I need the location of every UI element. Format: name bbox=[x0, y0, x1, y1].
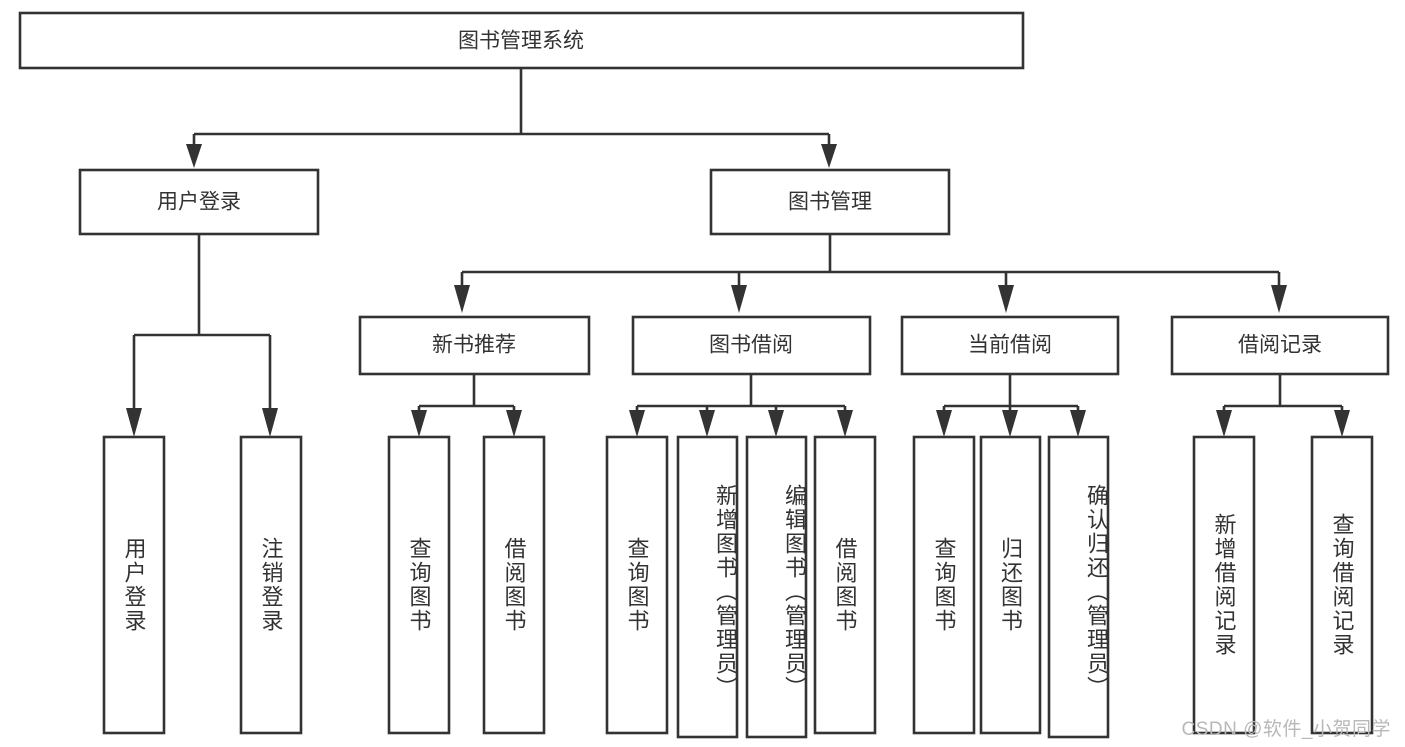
leaf-box-add-record[interactable] bbox=[1192, 435, 1256, 735]
arrow-head-icon bbox=[506, 410, 522, 437]
arrow-head-icon bbox=[1216, 410, 1232, 437]
node-user-login[interactable]: 用户登录 bbox=[78, 168, 320, 236]
arrow-head-icon bbox=[1002, 410, 1018, 437]
arrow-head-icon bbox=[454, 285, 470, 313]
arrow-head-icon bbox=[186, 144, 202, 168]
leaf-box-query-book-2[interactable] bbox=[605, 435, 669, 735]
leaf-box-return-book[interactable] bbox=[979, 435, 1042, 735]
arrow-head-icon bbox=[1070, 410, 1086, 437]
node-new-book-recommend-label: 新书推荐 bbox=[432, 334, 516, 357]
arrow-head-icon bbox=[731, 285, 747, 313]
arrow-head-icon bbox=[821, 144, 837, 168]
watermark-text: CSDN @软件_小贺同学 bbox=[1181, 719, 1391, 740]
arrow-head-icon bbox=[411, 410, 427, 437]
connector-bookmgmt-to-level3 bbox=[454, 234, 1287, 313]
leaf-box-edit-book[interactable] bbox=[745, 435, 808, 739]
connector-newbook-to-leaves bbox=[411, 374, 522, 437]
node-current-borrow-label: 当前借阅 bbox=[968, 334, 1052, 357]
leaf-box-query-book-3[interactable] bbox=[912, 435, 976, 735]
node-book-borrow-label: 图书借阅 bbox=[709, 334, 793, 357]
node-root[interactable]: 图书管理系统 bbox=[18, 11, 1025, 70]
connector-userlogin-to-leaves bbox=[126, 234, 278, 437]
node-borrow-record-label: 借阅记录 bbox=[1238, 334, 1322, 357]
node-user-login-label: 用户登录 bbox=[157, 191, 241, 214]
leaf-box-add-book[interactable] bbox=[676, 435, 739, 739]
connector-root-to-level2 bbox=[186, 68, 837, 168]
node-root-box[interactable] bbox=[18, 11, 1025, 70]
node-book-management[interactable]: 图书管理 bbox=[709, 168, 951, 236]
node-borrow-record[interactable]: 借阅记录 bbox=[1170, 315, 1390, 376]
arrow-head-icon bbox=[126, 408, 142, 437]
leaf-box-confirm-return[interactable] bbox=[1047, 435, 1110, 739]
arrow-head-icon bbox=[1271, 285, 1287, 313]
node-new-book-recommend[interactable]: 新书推荐 bbox=[358, 315, 591, 376]
leaf-box-query-book-1[interactable] bbox=[387, 435, 451, 735]
node-new-book-recommend-box[interactable] bbox=[358, 315, 591, 376]
arrow-head-icon bbox=[837, 410, 853, 437]
arrow-head-icon bbox=[768, 410, 784, 437]
arrow-head-icon bbox=[1334, 410, 1350, 437]
node-root-label: 图书管理系统 bbox=[458, 30, 584, 53]
node-user-login-box[interactable] bbox=[78, 168, 320, 236]
arrow-head-icon bbox=[699, 410, 715, 437]
arrow-head-icon bbox=[629, 410, 645, 437]
node-current-borrow-box[interactable] bbox=[900, 315, 1120, 376]
connector-bookborrow-to-leaves bbox=[629, 374, 853, 437]
leaf-box-user-login[interactable] bbox=[102, 435, 166, 735]
arrow-head-icon bbox=[262, 408, 278, 437]
leaf-box-query-record[interactable] bbox=[1310, 435, 1374, 735]
node-book-management-label: 图书管理 bbox=[788, 191, 872, 214]
arrow-head-icon bbox=[936, 410, 952, 437]
leaf-box-user-logout[interactable] bbox=[239, 435, 303, 735]
arrow-head-icon bbox=[998, 285, 1014, 313]
node-current-borrow[interactable]: 当前借阅 bbox=[900, 315, 1120, 376]
leaf-box-borrow-book-1[interactable] bbox=[482, 435, 546, 735]
node-book-borrow[interactable]: 图书借阅 bbox=[631, 315, 872, 376]
connector-currentborrow-to-leaves bbox=[936, 374, 1086, 437]
connector-borrowrecord-to-leaves bbox=[1216, 374, 1350, 437]
leaf-box-borrow-book-2[interactable] bbox=[813, 435, 877, 735]
